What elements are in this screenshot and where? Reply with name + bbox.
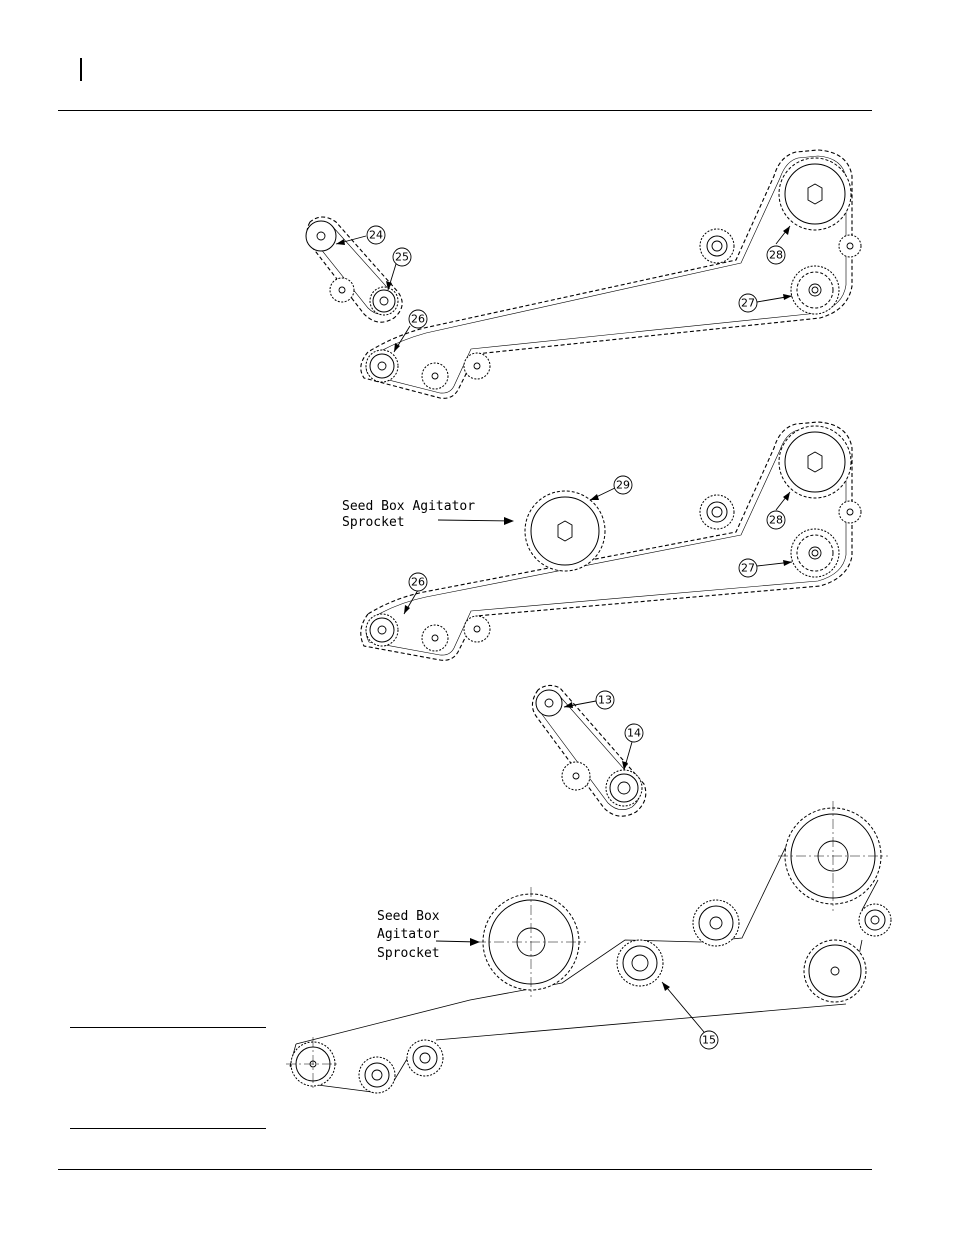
sprocket-lower-right (803, 939, 867, 1003)
figure-chain-drive-2: Seed Box Agitator Sprocket 29 28 27 26 (342, 421, 862, 661)
side-rule-bottom (70, 1128, 266, 1129)
svg-text:14: 14 (627, 727, 641, 740)
drive-sprocket-left (286, 1037, 340, 1091)
svg-text:15: 15 (702, 1034, 716, 1047)
agitator-label-2-line1: Seed Box (377, 909, 440, 924)
svg-text:29: 29 (616, 479, 630, 492)
long-chain-loop-1 (360, 149, 853, 399)
figure-chain-drive-3: 13 14 (531, 684, 647, 817)
idler-sprocket-lower-2 (463, 352, 491, 380)
sprocket-15 (616, 939, 664, 987)
svg-text:25: 25 (395, 251, 409, 264)
callout-28-fig1: 28 (766, 245, 786, 265)
sprocket-25 (369, 286, 399, 316)
svg-text:26: 26 (411, 313, 425, 326)
svg-text:26: 26 (411, 576, 425, 589)
idler-sprocket-lower-1 (421, 362, 449, 390)
large-drive-sprocket-top-right (778, 801, 888, 911)
idler-sprocket-upper-mid (692, 899, 740, 947)
idler-sprocket-right-fig2 (838, 500, 862, 524)
large-agitator-sprocket (476, 887, 586, 997)
sprocket-13 (535, 689, 563, 717)
svg-text:24: 24 (369, 229, 383, 242)
drive-belt (295, 837, 879, 1093)
callout-13: 13 (595, 690, 615, 710)
callout-26-fig2: 26 (408, 572, 428, 592)
sprocket-28 (778, 157, 852, 231)
sprocket-14 (605, 769, 643, 807)
figure-belt-drive-4: Seed Box Agitator Sprocket 15 (286, 801, 892, 1094)
sprocket-26-fig2 (365, 613, 399, 647)
svg-text:13: 13 (598, 694, 612, 707)
idler-sprocket-fig3 (561, 761, 591, 791)
callout-15: 15 (699, 1030, 719, 1050)
idler-sprocket-lower-1-fig2 (421, 624, 449, 652)
idler-sprocket-right (838, 234, 862, 258)
header-rule (58, 110, 872, 111)
idler-sprocket-lower-2-fig2 (463, 615, 491, 643)
sprocket-24 (305, 220, 337, 252)
sprocket-26 (365, 349, 399, 383)
side-rule-top (70, 1027, 266, 1028)
sprocket-29-agitator (524, 490, 606, 572)
header-vertical-mark (80, 58, 82, 81)
sprocket-27-fig2 (790, 528, 840, 578)
callout-27-fig2: 27 (738, 558, 758, 578)
agitator-label-2-line3: Sprocket (377, 946, 440, 961)
agitator-label-1-line2: Sprocket (342, 515, 405, 530)
svg-text:28: 28 (769, 249, 783, 262)
idler-sprocket-small-left (329, 277, 355, 303)
idler-sprocket-far-right (858, 903, 892, 937)
sprocket-28-fig2 (778, 425, 852, 499)
idler-sprocket-upper (699, 228, 735, 264)
small-chain-loop-13-14 (531, 684, 647, 817)
callout-26-fig1: 26 (408, 309, 428, 329)
footer-rule (58, 1169, 872, 1170)
callout-28-fig2: 28 (766, 510, 786, 530)
idler-sprocket-bottom-1 (358, 1056, 396, 1094)
callout-27-fig1: 27 (738, 293, 758, 313)
agitator-label-1-line1: Seed Box Agitator (342, 499, 475, 514)
idler-sprocket-bottom-2 (406, 1039, 444, 1077)
callout-24: 24 (366, 225, 386, 245)
figure-chain-drive-1: 24 25 26 28 27 (305, 149, 862, 399)
svg-text:28: 28 (769, 514, 783, 527)
callout-25: 25 (392, 247, 412, 267)
sprocket-27 (790, 265, 840, 315)
callout-14: 14 (624, 723, 644, 743)
svg-text:27: 27 (741, 297, 755, 310)
svg-text:27: 27 (741, 562, 755, 575)
idler-sprocket-upper-fig2 (699, 494, 735, 530)
callout-29: 29 (613, 475, 633, 495)
agitator-label-2-line2: Agitator (377, 927, 440, 942)
